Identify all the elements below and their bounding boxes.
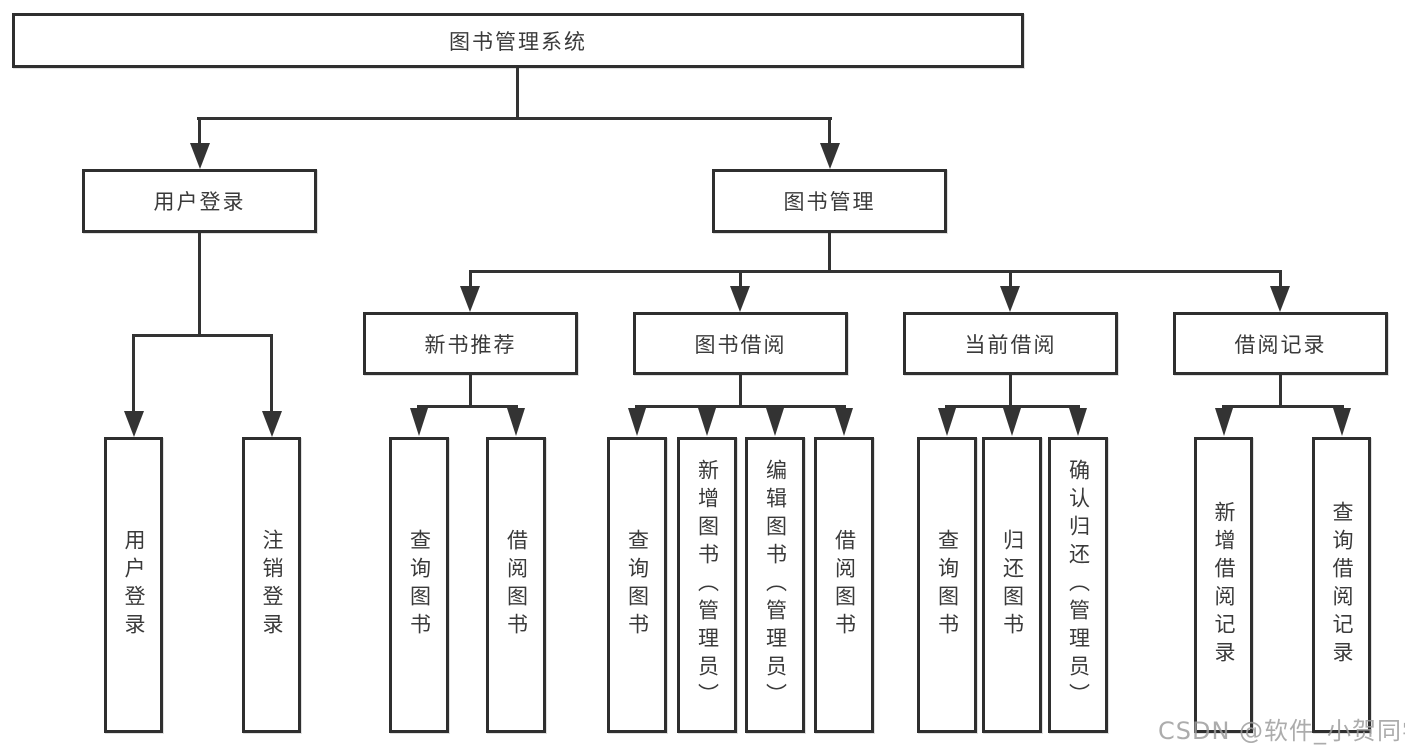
connector-to-book-management [828, 117, 831, 148]
connector-to-leaf-user-login [132, 334, 135, 413]
node-book-management-branch: 图书管理 [712, 169, 947, 233]
node-new-book-recommend: 新书推荐 [363, 312, 578, 375]
connector-current-borrow-stem [1009, 375, 1012, 408]
arrowhead-down-icon [1000, 286, 1020, 312]
leaf-add-books-admin: 新增图书（管理员） [677, 437, 737, 733]
connector-book-mgmt-bus [469, 270, 1282, 273]
arrowhead-down-icon [1069, 408, 1087, 436]
leaf-borrow-books-recommend: 借阅图书 [486, 437, 546, 733]
node-borrowing-records: 借阅记录 [1173, 312, 1388, 375]
connector-book-borrow-bus [635, 405, 846, 408]
connector-to-user-login [198, 117, 201, 148]
connector-current-borrow-bus [945, 405, 1080, 408]
connector-book-borrow-stem [739, 375, 742, 408]
arrowhead-down-icon [507, 408, 525, 436]
arrowhead-down-icon [730, 286, 750, 312]
leaf-confirm-return-admin: 确认归还（管理员） [1048, 437, 1108, 733]
connector-new-book-bus [417, 405, 518, 408]
arrowhead-down-icon [190, 143, 210, 169]
connector-borrow-records-stem [1279, 375, 1282, 408]
connector-to-book-borrow [739, 270, 742, 289]
connector-new-book-stem [469, 375, 472, 408]
connector-user-login-bus [132, 334, 273, 337]
leaf-add-borrow-record: 新增借阅记录 [1194, 437, 1253, 733]
arrowhead-down-icon [1270, 286, 1290, 312]
leaf-logout: 注销登录 [242, 437, 301, 733]
leaf-query-books-recommend: 查询图书 [389, 437, 449, 733]
node-user-login-branch: 用户登录 [82, 169, 317, 233]
arrowhead-down-icon [835, 408, 853, 436]
connector-to-leaf-logout [270, 334, 273, 413]
leaf-borrow-books-borrowing: 借阅图书 [814, 437, 874, 733]
connector-book-mgmt-stem [828, 233, 831, 273]
arrowhead-down-icon [628, 408, 646, 436]
node-library-management-system: 图书管理系统 [12, 13, 1024, 68]
leaf-user-login: 用户登录 [104, 437, 163, 733]
leaf-return-books: 归还图书 [982, 437, 1042, 733]
leaf-edit-books-admin: 编辑图书（管理员） [745, 437, 805, 733]
arrowhead-down-icon [124, 411, 144, 437]
node-current-borrowing: 当前借阅 [903, 312, 1118, 375]
connector-to-borrow-records [1279, 270, 1282, 289]
arrowhead-down-icon [460, 286, 480, 312]
arrowhead-down-icon [698, 408, 716, 436]
leaf-query-books-current: 查询图书 [917, 437, 977, 733]
connector-to-current-borrow [1009, 270, 1012, 289]
connector-to-new-book [469, 270, 472, 289]
leaf-query-borrow-record: 查询借阅记录 [1312, 437, 1371, 733]
connector-borrow-records-bus [1222, 405, 1344, 408]
arrowhead-down-icon [766, 408, 784, 436]
csdn-watermark: CSDN @软件_小贺同学 [1158, 717, 1405, 745]
connector-root-stem [516, 68, 519, 120]
arrowhead-down-icon [1003, 408, 1021, 436]
arrowhead-down-icon [820, 143, 840, 169]
arrowhead-down-icon [938, 408, 956, 436]
leaf-query-books-borrowing: 查询图书 [607, 437, 667, 733]
arrowhead-down-icon [410, 408, 428, 436]
connector-root-bus [197, 117, 832, 120]
arrowhead-down-icon [1215, 408, 1233, 436]
arrowhead-down-icon [262, 411, 282, 437]
connector-user-login-stem [198, 233, 201, 337]
arrowhead-down-icon [1333, 408, 1351, 436]
node-book-borrowing: 图书借阅 [633, 312, 848, 375]
